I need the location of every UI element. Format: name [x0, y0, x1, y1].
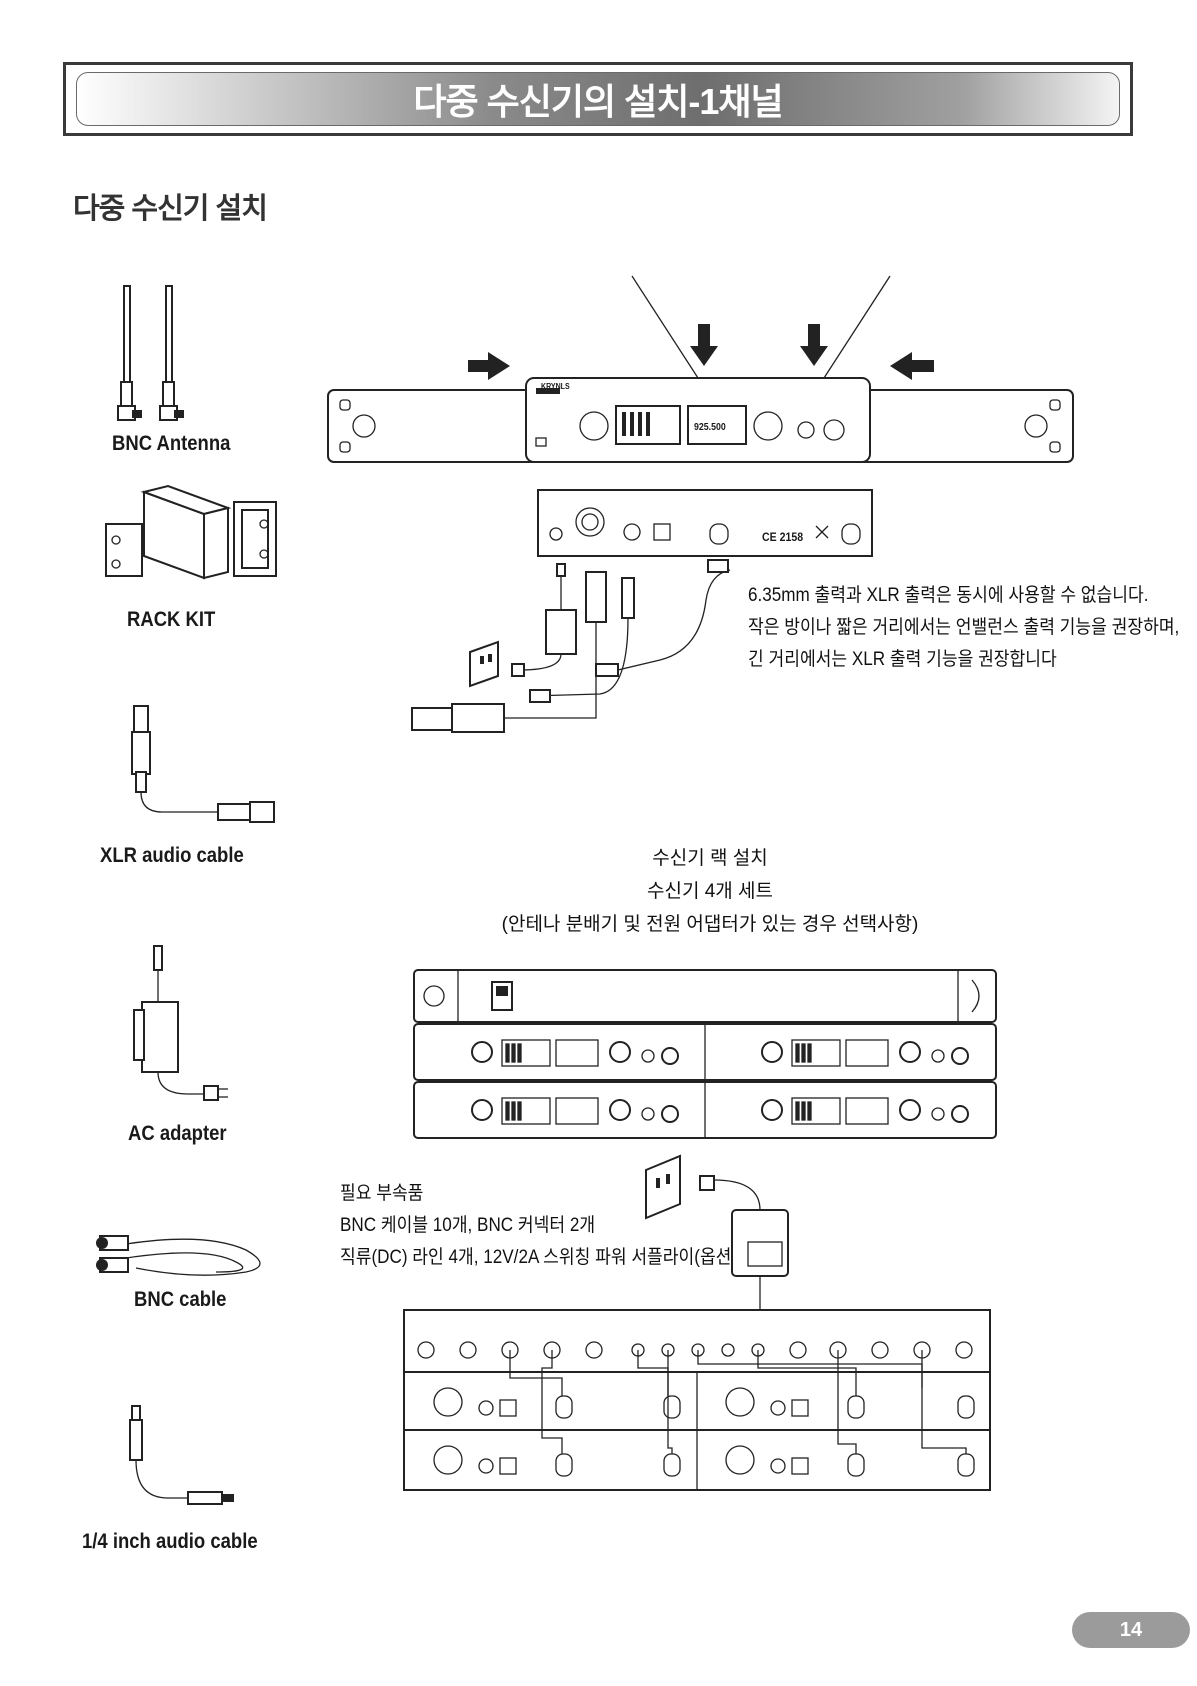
back-cert: CE 2158 [762, 530, 804, 544]
arrow-down-icon [800, 324, 828, 366]
rack-front-diagram [413, 969, 997, 1139]
ac-adapter-icon [133, 945, 228, 1101]
rack-caption-line: 수신기 랙 설치 [652, 848, 768, 869]
required-parts-line: 필요 부속품 [340, 1183, 424, 1204]
rack-caption-line: 수신기 4개 세트 [646, 881, 773, 902]
rack-back-diagram [403, 1309, 991, 1491]
rack-kit-icon [105, 484, 277, 580]
accessory-label-bnc-cable: BNC cable [134, 1288, 227, 1311]
rack-caption: 수신기 랙 설치 수신기 4개 세트 (안테나 분배기 및 전원 어댑터가 있는… [480, 842, 940, 941]
page-title: 다중 수신기의 설치-1채널 [413, 81, 783, 122]
xlr-cable-icon [131, 705, 275, 823]
accessory-label-ac-adapter: AC adapter [128, 1122, 227, 1145]
header-frame: 다중 수신기의 설치-1채널 [63, 62, 1133, 136]
required-parts-line: BNC 케이블 10개, BNC 커넥터 2개 [340, 1215, 596, 1236]
output-note-line: 6.35mm 출력과 XLR 출력은 동시에 사용할 수 없습니다. [748, 585, 1149, 606]
bnc-antenna-icon [117, 285, 184, 421]
header-bar: 다중 수신기의 설치-1채널 [76, 72, 1120, 126]
output-note-line: 작은 방이나 짧은 거리에서는 언밸런스 출력 기능을 권장하며, [748, 617, 1180, 638]
output-note-line: 긴 거리에서는 XLR 출력 기능을 권장합니다 [748, 649, 1057, 670]
power-supply-diagram [645, 1154, 789, 1310]
receiver-back-diagram [537, 489, 873, 557]
accessory-label-rack-kit: RACK KIT [127, 608, 216, 631]
quarter-inch-cable-icon [129, 1405, 234, 1505]
back-cable-connections [411, 559, 731, 733]
arrow-right-icon [468, 352, 510, 380]
output-note: 6.35mm 출력과 XLR 출력은 동시에 사용할 수 없습니다. 작은 방이… [748, 580, 1179, 676]
front-frequency: 925.500 [694, 422, 726, 433]
accessory-label-bnc-antenna: BNC Antenna [112, 432, 231, 455]
rack-caption-line: (안테나 분배기 및 전원 어댑터가 있는 경우 선택사항) [501, 914, 919, 935]
section-title: 다중 수신기 설치 [73, 193, 268, 225]
accessory-label-quarter-inch-cable: 1/4 inch audio cable [82, 1530, 258, 1553]
receiver-front-diagram [327, 275, 1074, 463]
bnc-cable-icon [96, 1235, 261, 1276]
accessory-label-xlr-cable: XLR audio cable [100, 844, 244, 867]
page-number: 14 [1072, 1612, 1190, 1648]
arrow-down-icon [690, 324, 718, 366]
required-parts: 필요 부속품 BNC 케이블 10개, BNC 커넥터 2개 직류(DC) 라인… [340, 1178, 737, 1274]
front-brand: KRYNLS [541, 382, 570, 391]
required-parts-line: 직류(DC) 라인 4개, 12V/2A 스위칭 파워 서플라이(옵션) [340, 1247, 738, 1268]
arrow-left-icon [890, 352, 934, 380]
